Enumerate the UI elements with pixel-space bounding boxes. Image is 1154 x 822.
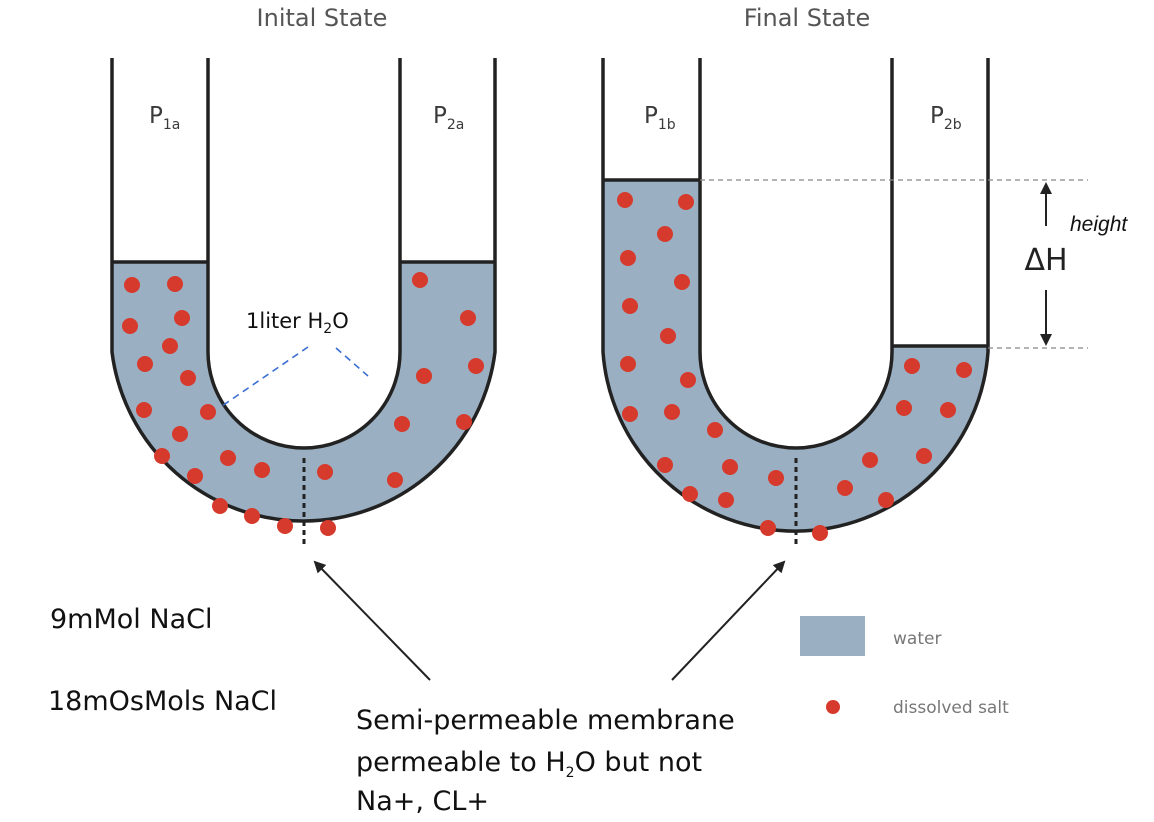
salt-particle bbox=[862, 452, 878, 468]
initial-water-fill bbox=[112, 262, 495, 521]
salt-particle bbox=[768, 470, 784, 486]
final-state-title: Final State bbox=[744, 4, 870, 32]
final-salt-dots bbox=[617, 192, 972, 541]
salt-particle bbox=[620, 356, 636, 372]
salt-particle bbox=[678, 194, 694, 210]
molar-concentration-label: 9mMol NaCl bbox=[50, 604, 212, 635]
salt-particle bbox=[878, 492, 894, 508]
salt-particle bbox=[722, 459, 738, 475]
salt-particle bbox=[244, 508, 260, 524]
salt-particle bbox=[456, 414, 472, 430]
salt-particle bbox=[412, 272, 428, 288]
salt-particle bbox=[617, 192, 633, 208]
water-label-pointer-right bbox=[335, 347, 369, 377]
membrane-description-line-1: Semi-permeable membrane bbox=[356, 705, 735, 736]
salt-particle bbox=[940, 402, 956, 418]
salt-particle bbox=[916, 448, 932, 464]
water-label-pointer-left bbox=[221, 346, 309, 407]
salt-particle bbox=[622, 406, 638, 422]
pressure-label-p1a: P1a bbox=[149, 103, 180, 133]
salt-particle bbox=[674, 274, 690, 290]
salt-particle bbox=[254, 462, 270, 478]
salt-particle bbox=[837, 480, 853, 496]
salt-particle bbox=[174, 310, 190, 326]
salt-particle bbox=[682, 486, 698, 502]
legend: water dissolved salt bbox=[800, 616, 1009, 718]
salt-particle bbox=[657, 457, 673, 473]
salt-particle bbox=[212, 498, 228, 514]
water-volume-label: 1liter H2O bbox=[246, 309, 349, 337]
membrane-arrow-initial bbox=[313, 560, 431, 681]
salt-particle bbox=[122, 318, 138, 334]
delta-h-label: ΔH bbox=[1024, 243, 1067, 278]
salt-particle bbox=[896, 400, 912, 416]
salt-particle bbox=[187, 468, 203, 484]
pressure-label-p2a: P2a bbox=[433, 103, 464, 133]
salt-particle bbox=[167, 276, 183, 292]
salt-particle bbox=[172, 426, 188, 442]
membrane-description-line-2: permeable to H2O but not bbox=[356, 747, 702, 781]
salt-particle bbox=[124, 277, 140, 293]
salt-particle bbox=[154, 448, 170, 464]
salt-particle bbox=[200, 404, 216, 420]
salt-particle bbox=[660, 328, 676, 344]
salt-particle bbox=[162, 338, 178, 354]
pressure-label-p1b: P1b bbox=[644, 103, 676, 133]
legend-water-label: water bbox=[893, 629, 941, 649]
pressure-label-p2b: P2b bbox=[930, 103, 962, 133]
salt-particle bbox=[956, 362, 972, 378]
initial-salt-dots bbox=[122, 272, 484, 536]
legend-water-swatch bbox=[800, 616, 865, 656]
final-u-tube bbox=[601, 58, 990, 548]
salt-particle bbox=[718, 492, 734, 508]
initial-state-title: Inital State bbox=[257, 4, 388, 32]
salt-particle bbox=[394, 416, 410, 432]
salt-particle bbox=[707, 422, 723, 438]
membrane-arrow-final bbox=[671, 560, 786, 681]
initial-u-tube bbox=[110, 58, 497, 548]
salt-particle bbox=[277, 518, 293, 534]
legend-salt-label: dissolved salt bbox=[893, 698, 1009, 718]
salt-particle bbox=[317, 464, 333, 480]
salt-particle bbox=[137, 356, 153, 372]
salt-particle bbox=[387, 472, 403, 488]
salt-particle bbox=[664, 404, 680, 420]
initial-tube-inner-wall bbox=[206, 58, 402, 450]
salt-particle bbox=[760, 520, 776, 536]
final-tube-inner-wall bbox=[698, 58, 894, 450]
osmolar-concentration-label: 18mOsMols NaCl bbox=[48, 686, 277, 717]
salt-particle bbox=[620, 250, 636, 266]
salt-particle bbox=[416, 368, 432, 384]
salt-particle bbox=[180, 370, 196, 386]
height-label: height bbox=[1070, 213, 1128, 236]
salt-particle bbox=[320, 520, 336, 536]
membrane-description-line-3: Na+, CL+ bbox=[356, 786, 489, 817]
salt-particle bbox=[657, 226, 673, 242]
salt-particle bbox=[136, 402, 152, 418]
salt-particle bbox=[460, 310, 476, 326]
salt-particle bbox=[468, 358, 484, 374]
legend-salt-dot bbox=[826, 700, 840, 714]
salt-particle bbox=[812, 525, 828, 541]
salt-particle bbox=[904, 358, 920, 374]
salt-particle bbox=[680, 372, 696, 388]
salt-particle bbox=[622, 298, 638, 314]
salt-particle bbox=[220, 450, 236, 466]
